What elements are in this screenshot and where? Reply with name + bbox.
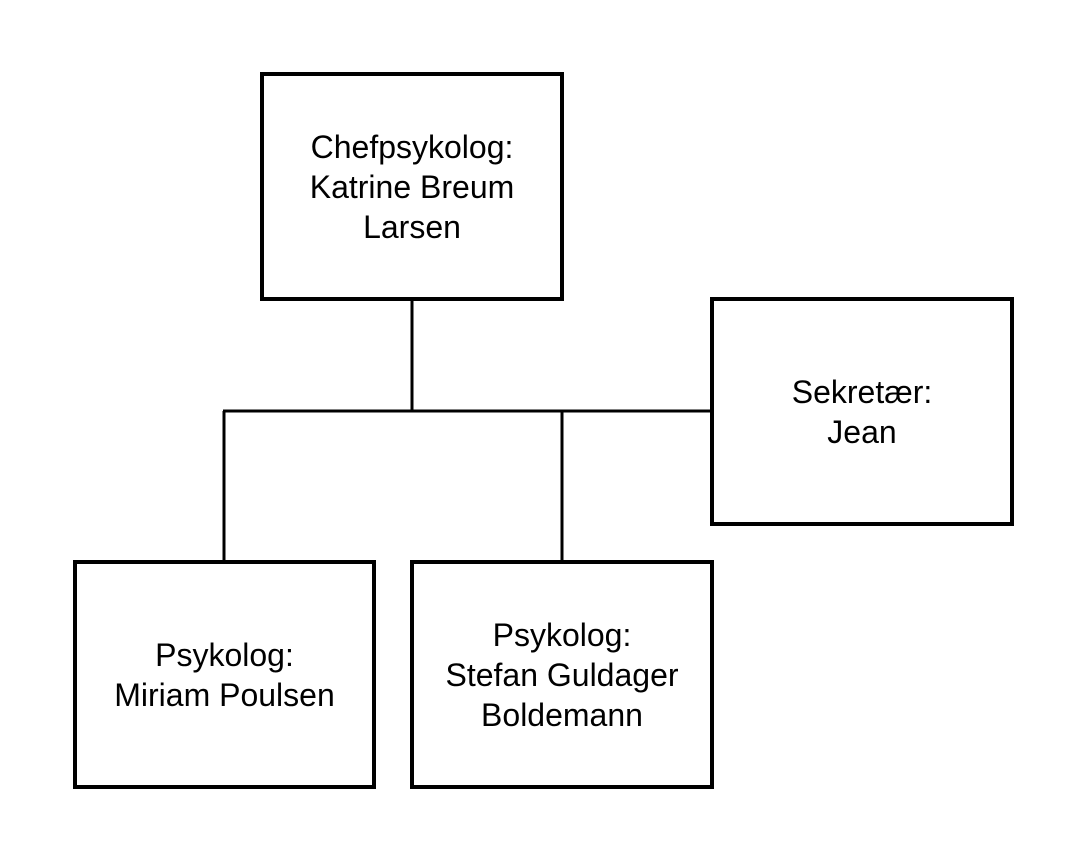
node-secretary-name-line-1: Jean	[827, 413, 897, 450]
node-psychologist-stefan: Psykolog: Stefan Guldager Boldemann	[410, 560, 714, 789]
node-stefan-role: Psykolog:	[492, 616, 632, 653]
node-stefan-name-line-1: Stefan Guldager	[445, 656, 679, 693]
node-secretary: Sekretær: Jean	[710, 297, 1014, 526]
node-secretary-text: Sekretær: Jean	[792, 372, 932, 452]
node-chief-text: Chefpsykolog: Katrine Breum Larsen	[310, 127, 515, 247]
node-chief-name-line-1: Katrine Breum	[309, 168, 515, 205]
node-miriam-name-line-1: Miriam Poulsen	[114, 676, 335, 713]
node-chief-name-line-2: Larsen	[363, 208, 461, 245]
node-miriam-role: Psykolog:	[155, 636, 294, 673]
node-miriam-text: Psykolog: Miriam Poulsen	[114, 635, 335, 715]
node-chief-role: Chefpsykolog:	[310, 128, 514, 165]
node-stefan-name-line-2: Boldemann	[481, 696, 643, 733]
node-stefan-text: Psykolog: Stefan Guldager Boldemann	[445, 615, 678, 735]
node-secretary-role: Sekretær:	[791, 373, 933, 410]
node-psychologist-miriam: Psykolog: Miriam Poulsen	[73, 560, 376, 789]
node-chief-psychologist: Chefpsykolog: Katrine Breum Larsen	[260, 72, 564, 301]
